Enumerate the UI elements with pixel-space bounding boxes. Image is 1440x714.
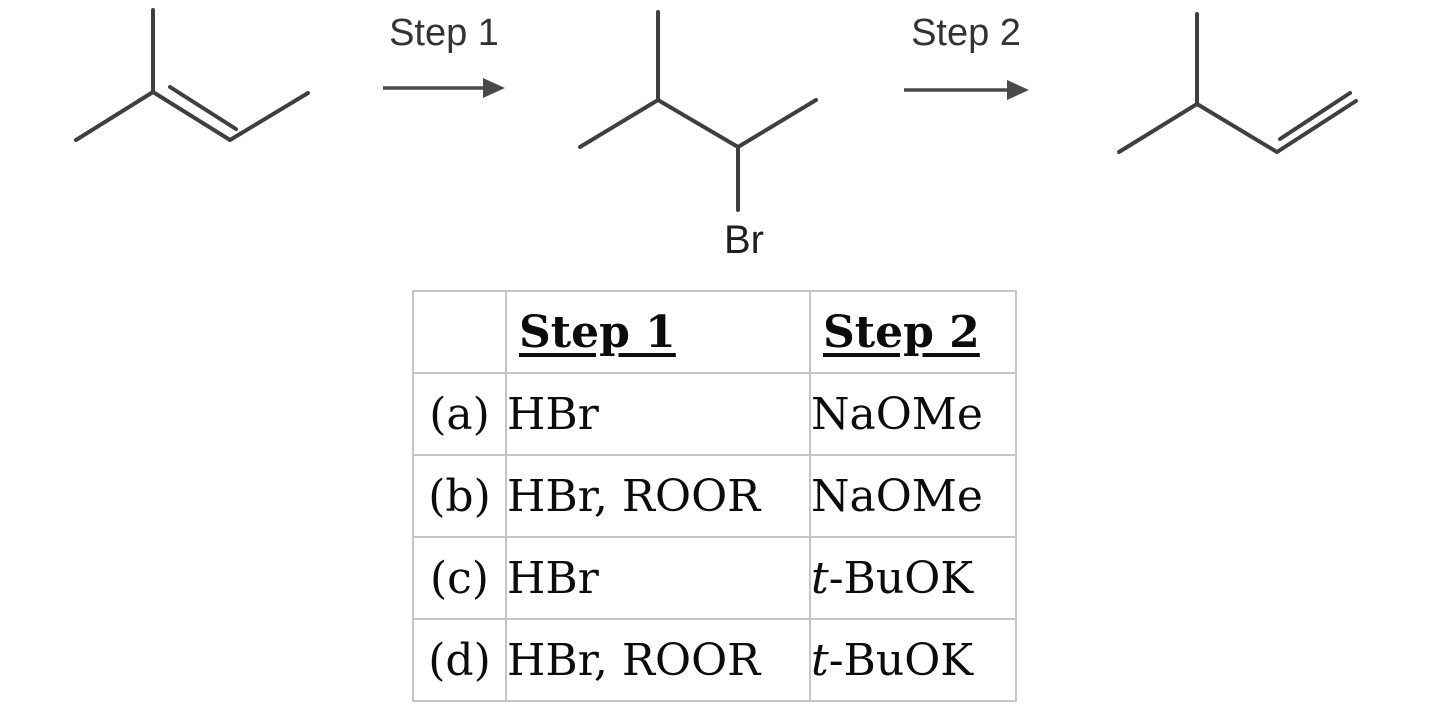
option-row-a: (a) HBr NaOMe: [412, 372, 1017, 456]
header-step1: Step 1: [505, 290, 811, 374]
option-row-c: (c) HBr t-BuOK: [412, 536, 1017, 620]
reaction-scheme: Step 1 Br Step 2: [74, 8, 1358, 262]
reagent-text: HBr: [507, 388, 599, 440]
step1-reagent: HBr, ROOR: [505, 618, 811, 702]
reagent-text: HBr, ROOR: [507, 634, 761, 686]
header-empty-cell: [412, 290, 507, 374]
reagent-text: HBr: [507, 552, 599, 604]
product-alkene-structure: [1117, 12, 1358, 154]
header-step2: Step 2: [809, 290, 1017, 374]
step1-reagent: HBr: [505, 536, 811, 620]
option-row-d: (d) HBr, ROOR t-BuOK: [412, 618, 1017, 702]
double-bond-line: [1278, 91, 1352, 141]
reagent-italic-prefix: t: [811, 552, 829, 604]
table-header-row: Step 1 Step 2: [412, 290, 1017, 374]
bromine-atom-label: Br: [724, 218, 764, 262]
reagent-text: -BuOK: [828, 634, 974, 686]
double-bond-line: [168, 85, 238, 131]
step2-arrow-label: Step 2: [911, 12, 1021, 54]
reagent-text: NaOMe: [811, 470, 983, 522]
intermediate-bromide-structure: [578, 10, 818, 212]
header-step1-label: Step 1: [519, 306, 676, 358]
option-label: (a): [412, 372, 507, 456]
header-step2-label: Step 2: [823, 306, 980, 358]
reagent-text: -BuOK: [828, 552, 974, 604]
step1-reagent: HBr, ROOR: [505, 454, 811, 538]
reagent-text: NaOMe: [811, 388, 983, 440]
step2-reagent: t-BuOK: [809, 536, 1017, 620]
step1-arrow-label: Step 1: [389, 12, 499, 54]
reagent-italic-prefix: t: [811, 634, 829, 686]
step2-reagent: t-BuOK: [809, 618, 1017, 702]
reagent-text: HBr, ROOR: [507, 470, 761, 522]
step2-reagent: NaOMe: [809, 454, 1017, 538]
reactant-alkene-structure: [74, 8, 310, 142]
option-row-b: (b) HBr, ROOR NaOMe: [412, 454, 1017, 538]
option-label: (b): [412, 454, 507, 538]
step1-arrow: [383, 78, 505, 98]
step2-arrow: [904, 80, 1029, 100]
option-label: (d): [412, 618, 507, 702]
step1-reagent: HBr: [505, 372, 811, 456]
step2-reagent: NaOMe: [809, 372, 1017, 456]
option-label: (c): [412, 536, 507, 620]
answer-options-table: Step 1 Step 2 (a) HBr NaOMe (b) HBr, ROO…: [412, 290, 1017, 702]
